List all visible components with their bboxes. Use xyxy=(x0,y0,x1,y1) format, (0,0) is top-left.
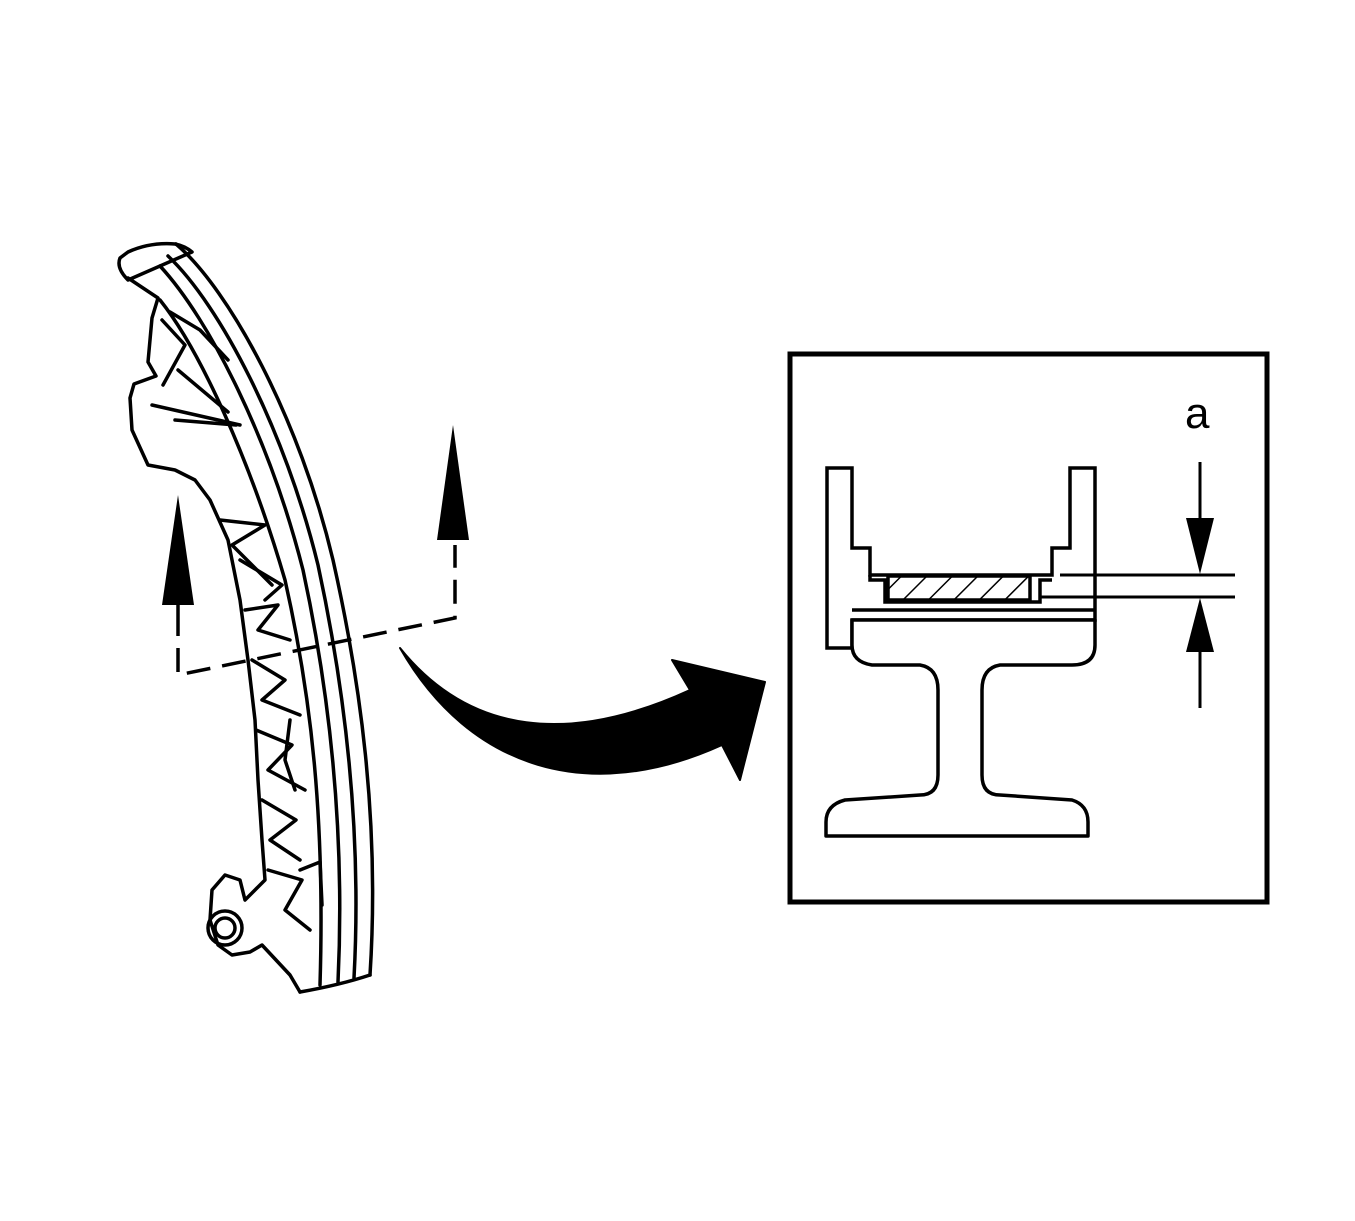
guide-rib-14 xyxy=(283,718,297,792)
section-cut-line xyxy=(176,545,457,678)
guide-mounting-hole xyxy=(213,916,237,940)
guide-rib-1 xyxy=(160,318,187,387)
curved-callout-arrow xyxy=(399,647,766,781)
guide-body-profile xyxy=(126,276,302,994)
cross-section-detail: a xyxy=(787,351,1270,905)
section-view-arrows xyxy=(162,425,469,678)
guide-top-tip xyxy=(117,241,194,282)
guide-mounting-boss xyxy=(206,909,244,947)
dimension-label: a xyxy=(1185,389,1210,438)
guide-bottom-edge xyxy=(298,973,372,994)
hatched-wear-pad xyxy=(886,574,1032,602)
guide-surface-line-1 xyxy=(166,254,358,980)
guide-rib-6 xyxy=(218,518,274,587)
dimension-arrow-top-head xyxy=(1186,518,1214,574)
guide-rib-2 xyxy=(168,310,230,362)
guide-outer-edge xyxy=(174,242,375,977)
guide-surface-line-3 xyxy=(158,298,323,987)
section-pad-seat xyxy=(868,575,1052,604)
section-arrow-right-head xyxy=(437,425,469,540)
guide-rib-8 xyxy=(243,603,292,642)
dimension-arrow-bottom-head xyxy=(1186,598,1214,652)
guide-rib-12 xyxy=(266,868,312,932)
chain-guide-rail xyxy=(117,241,375,994)
guide-rib-9 xyxy=(250,658,302,717)
guide-rib-7 xyxy=(238,558,284,602)
guide-rib-13 xyxy=(298,860,324,907)
guide-rib-10 xyxy=(254,728,307,792)
guide-rib-11 xyxy=(260,798,302,862)
section-arrow-left-head xyxy=(162,495,194,605)
section-i-beam xyxy=(824,618,1097,838)
guide-surface-line-2 xyxy=(158,264,342,984)
guide-rib-5 xyxy=(173,418,238,427)
guide-rib-3 xyxy=(150,403,242,427)
guide-rib-4 xyxy=(176,368,230,414)
